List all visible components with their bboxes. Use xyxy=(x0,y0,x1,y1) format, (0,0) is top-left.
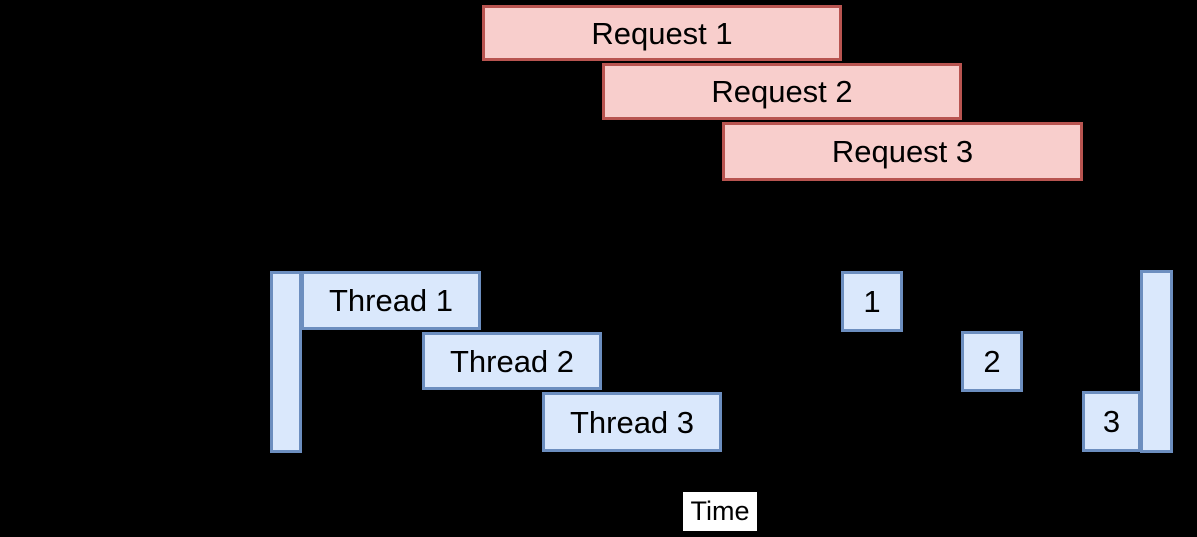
completion-marker-1: 1 xyxy=(841,271,903,332)
completion-marker-2: 2 xyxy=(961,331,1023,392)
request-2-box: Request 2 xyxy=(602,63,962,120)
completion-marker-3: 3 xyxy=(1082,391,1141,452)
time-axis-label: Time xyxy=(683,492,757,531)
request-3-box: Request 3 xyxy=(722,122,1083,181)
thread-3-box: Thread 3 xyxy=(542,392,722,452)
request-1-box: Request 1 xyxy=(482,5,842,61)
thread-pool-start-bar xyxy=(270,271,302,453)
thread-2-box: Thread 2 xyxy=(422,332,602,390)
thread-pool-end-bar xyxy=(1140,270,1173,453)
thread-1-box: Thread 1 xyxy=(301,271,481,330)
